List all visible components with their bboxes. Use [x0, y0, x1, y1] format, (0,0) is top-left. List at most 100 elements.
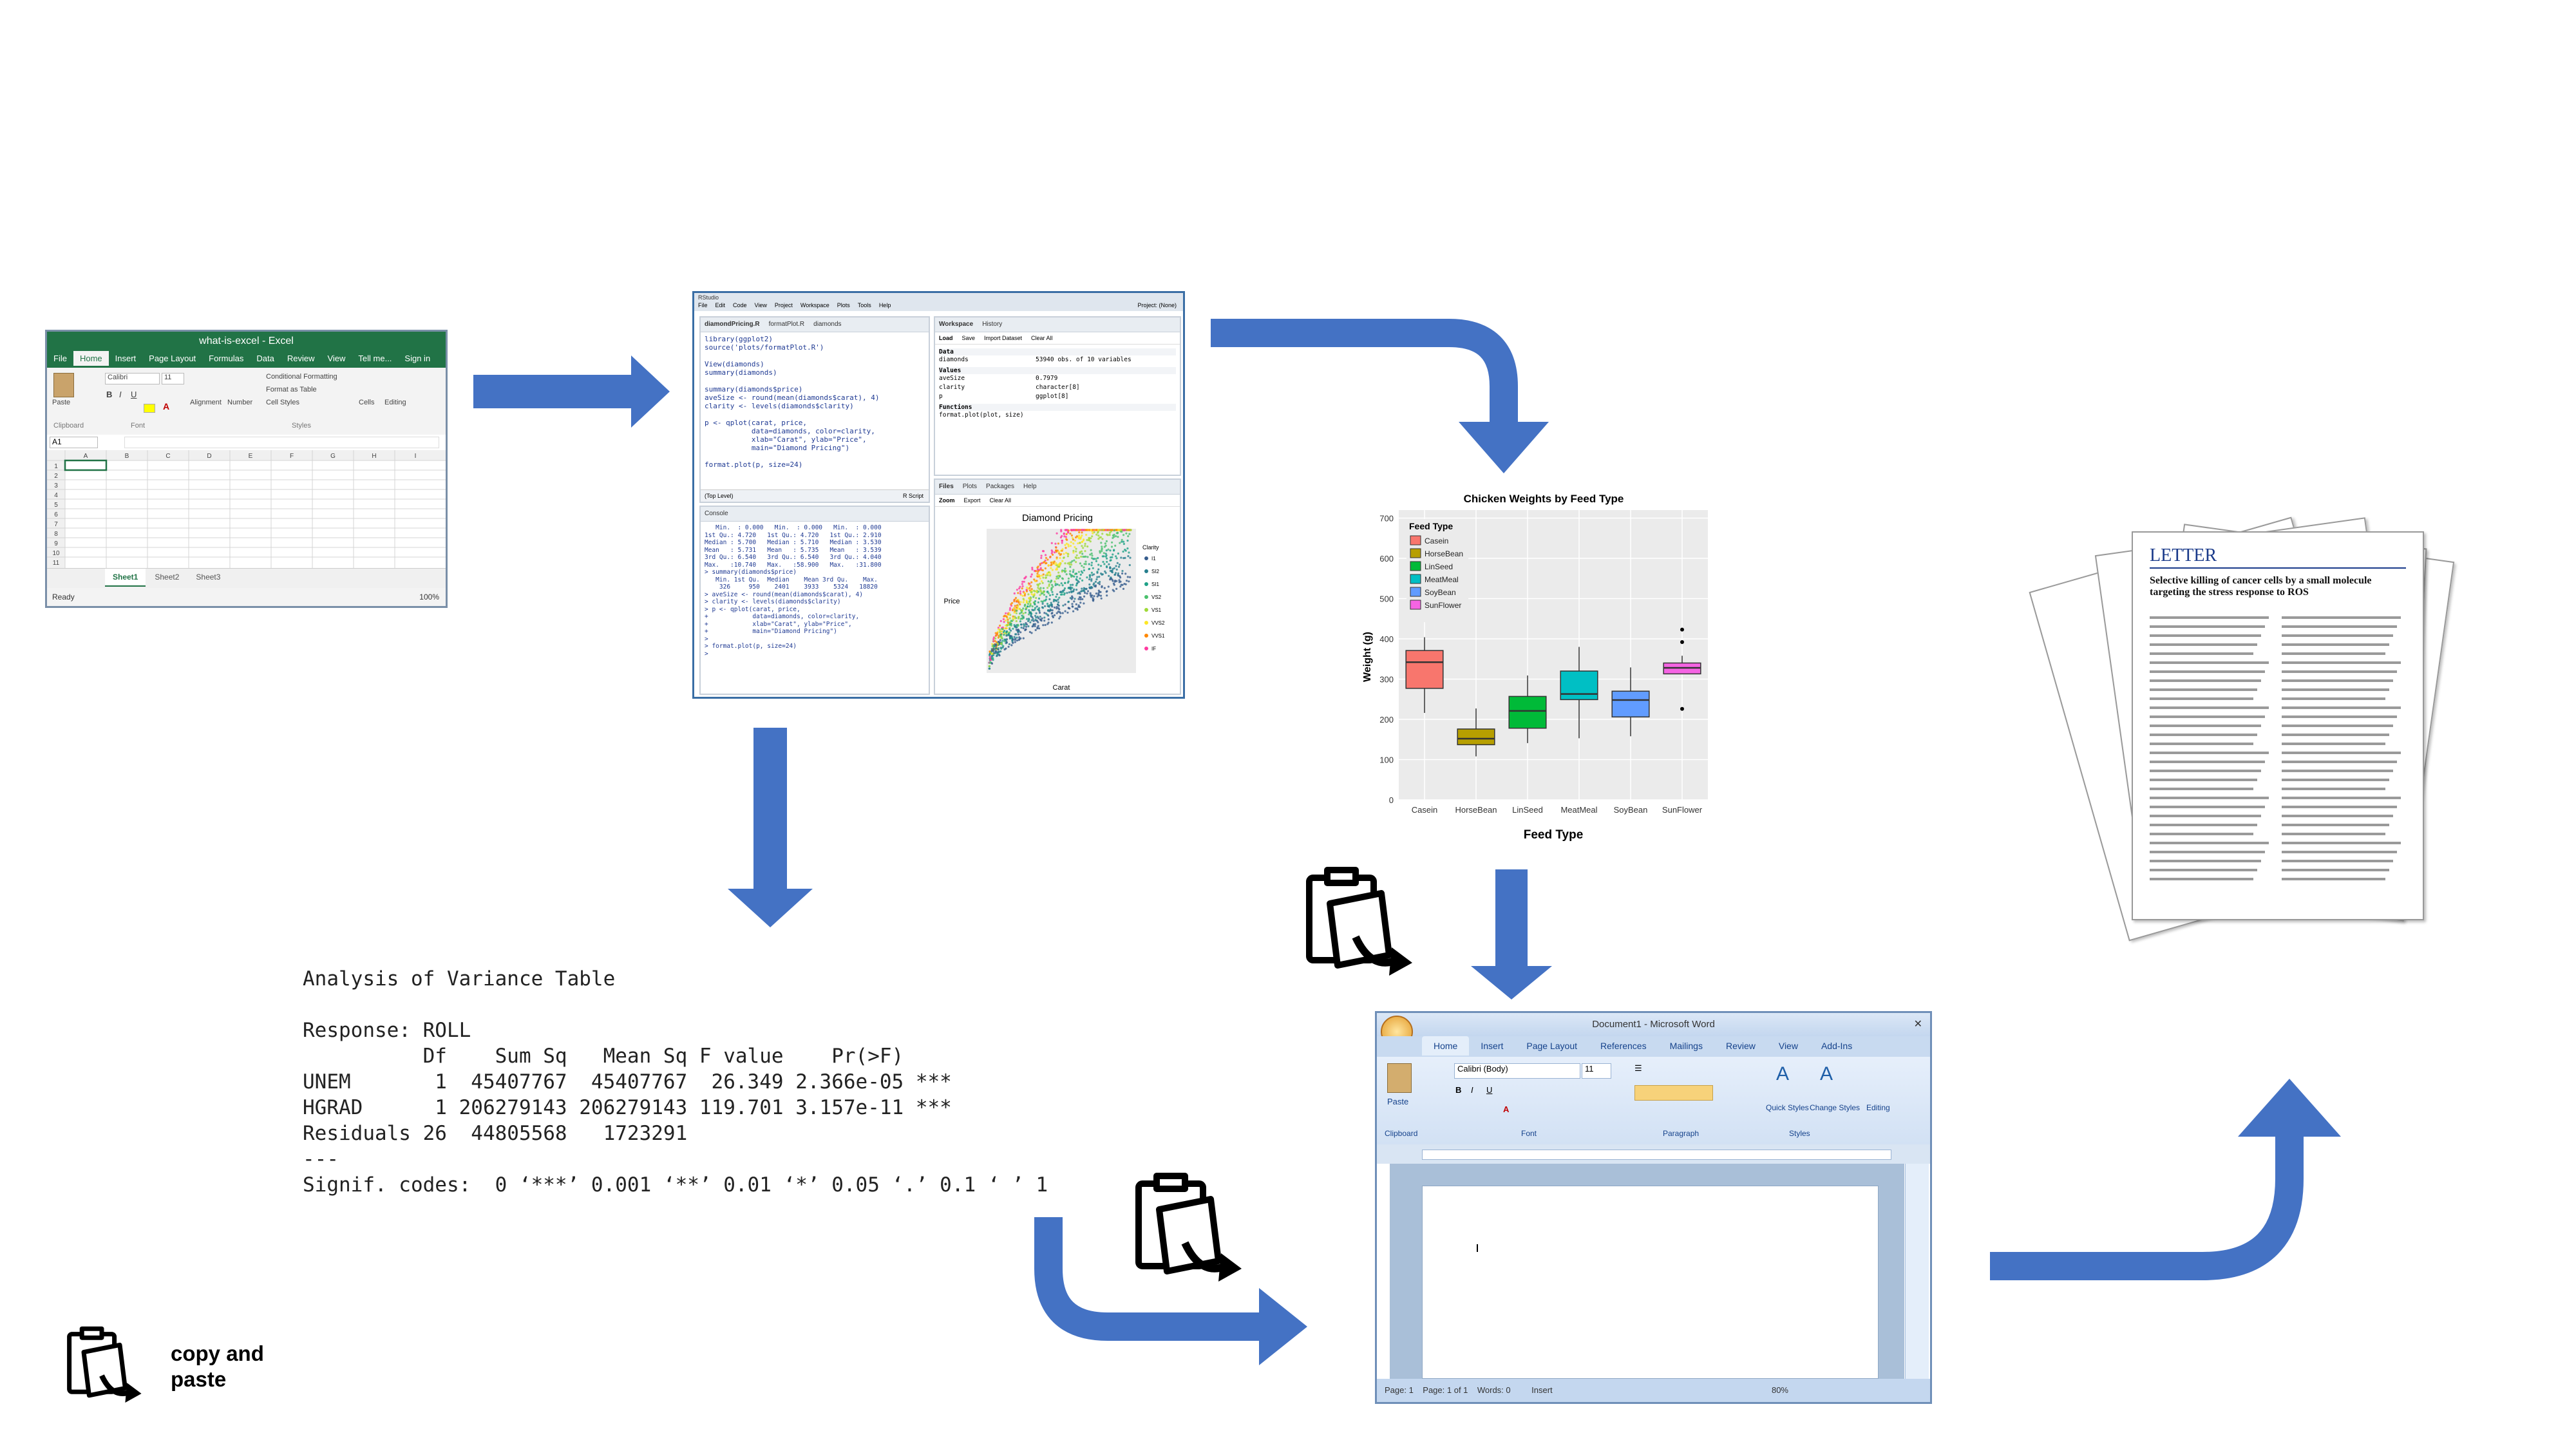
column-header[interactable]: G: [330, 453, 336, 460]
workspace-button-clear-all[interactable]: Clear All: [1031, 335, 1053, 341]
word-tab-review[interactable]: Review: [1725, 1041, 1756, 1051]
row-header[interactable]: 11: [53, 560, 60, 567]
workspace-tab-history[interactable]: History: [982, 321, 1003, 328]
word-font-color-icon[interactable]: A: [1503, 1104, 1510, 1114]
editor-scope[interactable]: (Top Level): [705, 493, 734, 499]
change-styles-button[interactable]: Change Styles: [1810, 1103, 1861, 1112]
cells-button[interactable]: Cells: [359, 399, 375, 406]
paste-icon[interactable]: [53, 373, 74, 397]
project-menu[interactable]: Project: (None): [1137, 302, 1177, 308]
quick-styles-icon[interactable]: A: [1776, 1063, 1790, 1084]
quick-styles-button[interactable]: Quick Styles: [1766, 1103, 1809, 1112]
word-paste-icon[interactable]: [1387, 1063, 1412, 1093]
plot-tab-help[interactable]: Help: [1023, 483, 1037, 490]
row-header[interactable]: 9: [54, 540, 58, 547]
word-tab-view[interactable]: View: [1778, 1041, 1798, 1051]
cell-styles-button[interactable]: Cell Styles: [266, 399, 299, 406]
menu-workspace[interactable]: Workspace: [800, 302, 829, 308]
name-box[interactable]: A1: [50, 437, 98, 448]
word-tab-insert[interactable]: Insert: [1481, 1041, 1504, 1051]
word-scrollbar[interactable]: [1905, 1164, 1929, 1379]
conditional-formatting-button[interactable]: Conditional Formatting: [266, 373, 337, 381]
column-header[interactable]: C: [166, 453, 170, 460]
excel-tab-data[interactable]: Data: [256, 354, 274, 363]
menu-tools[interactable]: Tools: [857, 302, 871, 308]
column-header[interactable]: B: [125, 453, 129, 460]
editor-code[interactable]: library(ggplot2) source('plots/formatPlo…: [705, 335, 880, 469]
fill-color-icon[interactable]: [144, 404, 155, 413]
word-tab-mailings[interactable]: Mailings: [1669, 1041, 1703, 1051]
excel-tab-view[interactable]: View: [327, 354, 346, 363]
excel-tab-file[interactable]: File: [53, 354, 67, 363]
change-styles-icon[interactable]: A: [1820, 1063, 1833, 1084]
zoom-level[interactable]: 100%: [419, 592, 439, 601]
sheet-tab-sheet3[interactable]: Sheet3: [196, 573, 221, 582]
word-ruler[interactable]: [1377, 1144, 1930, 1164]
font-color-icon[interactable]: A: [163, 401, 170, 412]
column-header[interactable]: I: [415, 453, 417, 460]
plot-tab-files[interactable]: Files: [939, 483, 954, 490]
menu-edit[interactable]: Edit: [715, 302, 726, 308]
workspace-row[interactable]: format.plot(plot, size): [939, 411, 1176, 420]
bullets-icon[interactable]: ☰: [1634, 1063, 1642, 1073]
font-size-box[interactable]: 11: [162, 373, 184, 384]
plot-button-zoom[interactable]: Zoom: [939, 497, 955, 504]
row-header[interactable]: 5: [54, 502, 58, 509]
word-tab-references[interactable]: References: [1600, 1041, 1647, 1051]
bold-button[interactable]: B: [106, 390, 113, 399]
row-header[interactable]: 3: [54, 482, 58, 489]
row-header[interactable]: 10: [52, 550, 60, 557]
editor-tab-formatplot-r[interactable]: formatPlot.R: [768, 321, 805, 328]
editor-tab-diamondpricing-r[interactable]: diamondPricing.R: [705, 321, 760, 328]
editing-button[interactable]: Editing: [1866, 1103, 1890, 1112]
plot-tab-packages[interactable]: Packages: [986, 483, 1014, 490]
sheet-tab-sheet1[interactable]: Sheet1: [105, 569, 146, 587]
word-italic-button[interactable]: I: [1471, 1085, 1473, 1095]
plot-button-clear-all[interactable]: Clear All: [989, 497, 1012, 504]
excel-tab-home[interactable]: Home: [73, 351, 109, 366]
row-header[interactable]: 2: [54, 473, 58, 480]
column-header[interactable]: D: [207, 453, 211, 460]
word-zoom[interactable]: 80%: [1771, 1385, 1788, 1395]
menu-view[interactable]: View: [754, 302, 767, 308]
excel-tab-insert[interactable]: Insert: [115, 354, 137, 363]
word-tab-page-layout[interactable]: Page Layout: [1526, 1041, 1577, 1051]
word-tab-home[interactable]: Home: [1422, 1036, 1470, 1056]
paste-button[interactable]: Paste: [52, 399, 71, 406]
italic-button[interactable]: I: [119, 390, 122, 399]
excel-tab-formulas[interactable]: Formulas: [209, 354, 244, 363]
word-tab-add-ins[interactable]: Add-Ins: [1821, 1041, 1853, 1051]
word-font-name[interactable]: Calibri (Body): [1454, 1063, 1580, 1079]
column-header[interactable]: A: [84, 453, 88, 460]
font-name-box[interactable]: Calibri: [105, 373, 160, 384]
word-font-size[interactable]: 11: [1582, 1063, 1611, 1079]
row-header[interactable]: 6: [54, 511, 58, 518]
excel-tab-page-layout[interactable]: Page Layout: [149, 354, 196, 363]
plot-button-export[interactable]: Export: [963, 497, 981, 504]
workspace-button-save[interactable]: Save: [961, 335, 976, 341]
workspace-button-import-dataset[interactable]: Import Dataset: [984, 335, 1023, 341]
alignment-button[interactable]: Alignment: [190, 399, 222, 406]
excel-tab-review[interactable]: Review: [287, 354, 315, 363]
menu-plots[interactable]: Plots: [837, 302, 850, 308]
row-header[interactable]: 4: [54, 492, 58, 499]
number-button[interactable]: Number: [227, 399, 253, 406]
formula-input[interactable]: [124, 437, 439, 448]
selected-cell[interactable]: [64, 459, 108, 471]
row-header[interactable]: 8: [54, 531, 58, 538]
editor-tab-diamonds[interactable]: diamonds: [813, 321, 842, 328]
sheet-tab-sheet2[interactable]: Sheet2: [155, 573, 180, 582]
row-header[interactable]: 1: [54, 463, 58, 470]
menu-file[interactable]: File: [698, 302, 708, 308]
menu-code[interactable]: Code: [733, 302, 747, 308]
column-header[interactable]: H: [372, 453, 376, 460]
close-icon[interactable]: ✕: [1913, 1019, 1922, 1030]
column-header[interactable]: E: [249, 453, 253, 460]
workspace-tab-workspace[interactable]: Workspace: [939, 321, 974, 328]
word-bold-button[interactable]: B: [1455, 1085, 1462, 1095]
